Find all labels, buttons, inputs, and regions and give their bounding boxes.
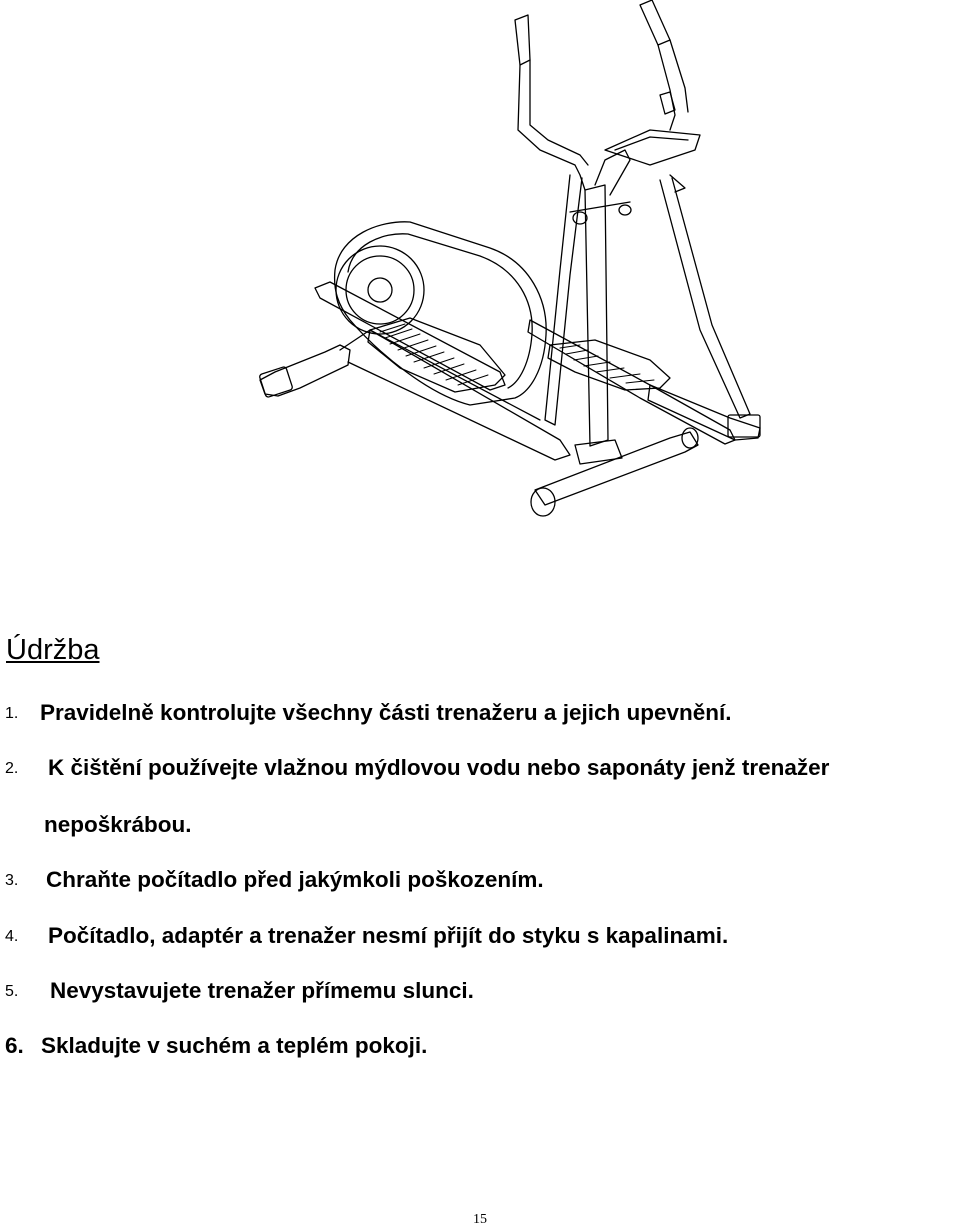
list-number: 3. — [5, 872, 19, 889]
list-number: 1. — [5, 705, 19, 722]
page-number: 15 — [473, 1212, 487, 1227]
elliptical-trainer-illustration — [230, 0, 770, 530]
list-text: Skladujte v suchém a teplém pokoji. — [41, 1033, 428, 1058]
list-text: Chraňte počítadlo před jakýmkoli poškoze… — [46, 867, 544, 892]
list-text: Pravidelně kontrolujte všechny části tre… — [40, 700, 732, 725]
section-heading: Údržba — [6, 634, 100, 666]
list-number: 2. — [5, 760, 19, 777]
list-number: 6. — [5, 1033, 24, 1058]
list-text: nepoškrábou. — [44, 812, 192, 837]
list-text: K čištění používejte vlažnou mýdlovou vo… — [48, 755, 830, 780]
list-number: 5. — [5, 983, 19, 1000]
list-number: 4. — [5, 928, 19, 945]
list-text: Počítadlo, adaptér a trenažer nesmí přij… — [48, 923, 729, 948]
list-text: Nevystavujete trenažer přímemu slunci. — [50, 978, 474, 1003]
